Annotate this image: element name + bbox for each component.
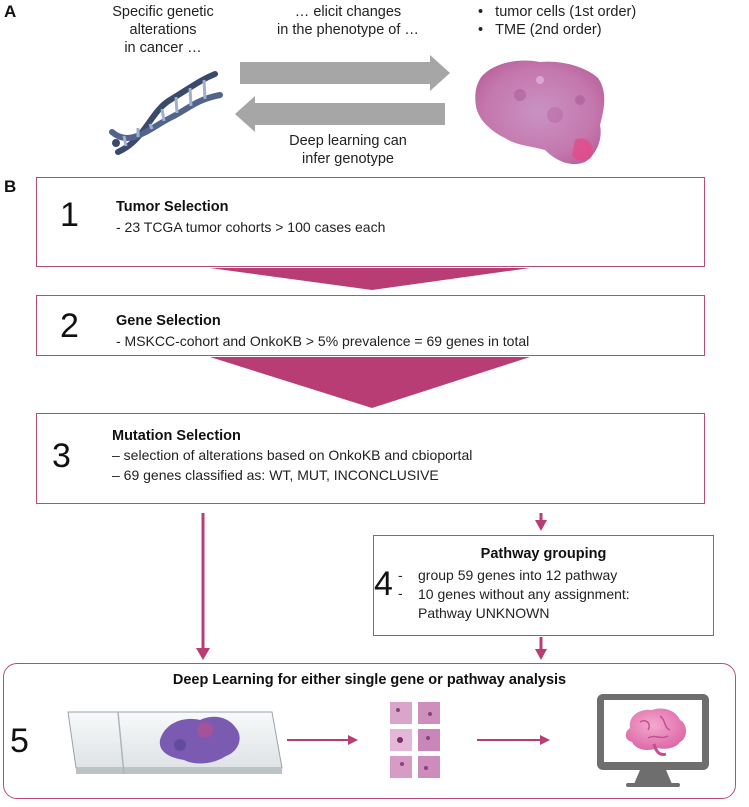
step-5-number: 5 [10,722,29,760]
panel-b-letter: B [4,177,17,196]
funnel-arrow-1 [210,268,530,290]
glass-slide-image [67,711,283,775]
step-2-number: 2 [60,307,79,345]
backward-arrow [235,96,445,132]
funnel-arrow-2 [210,357,530,408]
tissue-slide-image [475,60,605,165]
phenotype-text: … elicit changes in the phenotype of … [277,4,419,38]
step-4-dash-2: - [398,585,403,601]
phenotype-bullets: • tumor cells (1st order) • TME (2nd ord… [478,3,636,39]
step-4-number: 4 [374,565,393,603]
step-1-number: 1 [60,196,79,234]
step-3-line-2: – 69 genes classified as: WT, MUT, INCON… [112,467,439,483]
dna-helix-icon [109,71,223,155]
step3-to-step5-arrow [196,648,210,660]
step-2-line-1: - MSKCC-cohort and OnkoKB > 5% prevalenc… [116,333,530,349]
bullet-tumor-cells: • tumor cells (1st order) [478,4,637,20]
bullet-tme: • TME (2nd order) [478,22,602,38]
step-4-line-1: group 59 genes into 12 pathway [418,567,618,583]
image-tiles [390,702,440,778]
panel-a-letter: A [4,2,17,21]
genetic-alterations-text: Specific genetic alterations in cancer … [112,4,214,56]
brain-icon [625,708,686,756]
tiles-to-monitor-arrow [540,735,550,745]
step-3-title: Mutation Selection [112,428,241,444]
step-2-box [36,295,705,356]
slide-to-tiles-arrow [348,735,358,745]
step-1-title: Tumor Selection [116,199,229,215]
step-5-title: Deep Learning for either single gene or … [172,672,567,688]
step-3-number: 3 [52,437,71,475]
step-4-line-2: 10 genes without any assignment: [418,586,630,602]
step-3-line-1: – selection of alterations based on Onko… [112,447,473,463]
step3-to-step4-arrow [535,520,547,531]
step-2-title: Gene Selection [116,313,221,329]
deep-learning-infer-text: Deep learning can infer genotype [289,133,407,167]
step-1-line-1: - 23 TCGA tumor cohorts > 100 cases each [116,219,386,235]
step4-to-step5-arrow [535,649,547,660]
step-4-title: Pathway grouping [480,546,607,562]
step-4-dash-1: - [398,567,403,583]
step-1-box [36,177,705,267]
forward-arrow [240,55,450,91]
step-4-line-3: Pathway UNKNOWN [418,605,550,621]
step-3-box [36,413,705,504]
step-4-box [373,535,714,636]
